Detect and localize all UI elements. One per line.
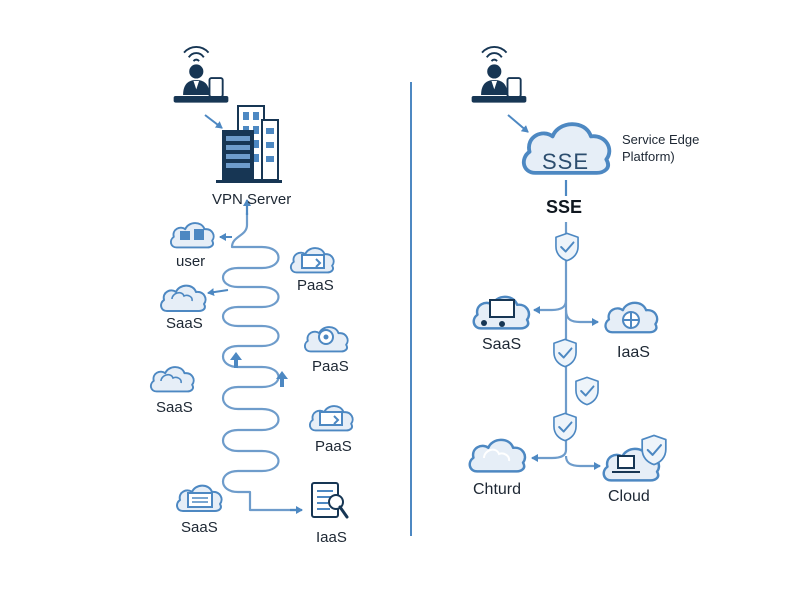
branch-to-cloud — [564, 455, 601, 470]
saas-cloud-icon-1 — [160, 284, 207, 312]
security-shield-icon-4 — [552, 412, 578, 442]
left-node-label-user: user — [176, 253, 206, 270]
paas-cloud-icon-2 — [303, 326, 349, 353]
branch-to-iaas — [564, 309, 599, 326]
right-node-label-cloud: Cloud — [608, 488, 650, 505]
left-node-label-paas-2: PaaS — [312, 358, 349, 375]
paas-cloud-icon-1 — [289, 247, 335, 274]
right-node-label-saas: SaaS — [482, 336, 522, 353]
user-to-sse-connector — [507, 114, 529, 133]
paas-cloud-icon-3 — [308, 405, 354, 432]
left-node-label-saas-2: SaaS — [156, 399, 193, 416]
sse-saas-cloud-icon — [472, 295, 531, 330]
sse-cloud-text: SSE — [542, 149, 590, 174]
sse-chturd-cloud-icon — [468, 438, 527, 473]
sse-user-icon — [470, 46, 528, 104]
sse-cloud-shield-icon — [641, 434, 667, 466]
branch-to-saas — [533, 299, 568, 314]
left-node-label-iaas: IaaS — [316, 529, 347, 546]
security-shield-icon-1 — [554, 232, 580, 262]
iaas-document-icon — [311, 482, 349, 519]
tunnel-to-saas-arrow — [207, 288, 229, 297]
left-node-label-paas-3: PaaS — [315, 438, 352, 455]
left-node-label-saas-1: SaaS — [166, 315, 203, 332]
right-node-label-iaas: IaaS — [617, 344, 650, 361]
security-shield-icon-3 — [574, 376, 600, 406]
left-node-label-paas-1: PaaS — [297, 277, 334, 294]
branch-to-chturd — [531, 449, 568, 462]
right-node-label-chturd: Chturd — [473, 481, 522, 498]
saas-cloud-icon-3 — [175, 484, 223, 513]
tunnel-connector-icons — [230, 352, 288, 387]
vpn-tunnel-path — [221, 211, 300, 512]
platform-note: Service Edge Platform) — [622, 132, 700, 164]
sse-cloud-cloud-icon — [602, 447, 661, 482]
vpn-server-label: VPN Server — [212, 191, 292, 208]
left-node-label-saas-3: SaaS — [181, 519, 218, 536]
vpn-server-icon — [216, 105, 282, 183]
security-shield-icon-2 — [552, 338, 578, 368]
user-to-vpn-connector — [204, 114, 223, 129]
sse-label: SSE — [546, 197, 583, 217]
vpn-user-icon — [172, 46, 230, 104]
saas-cloud-icon-2 — [149, 366, 195, 393]
user-cloud-icon — [169, 222, 215, 249]
sse-iaas-cloud-icon — [604, 301, 659, 334]
